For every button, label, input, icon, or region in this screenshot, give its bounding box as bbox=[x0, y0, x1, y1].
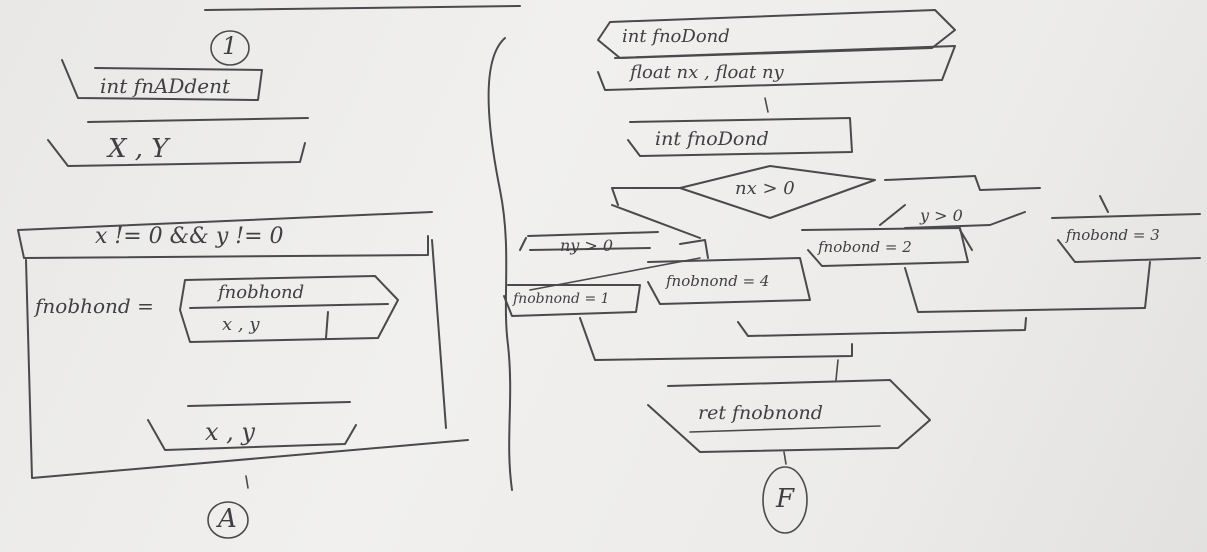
action-box-4 bbox=[647, 257, 811, 305]
divider-brace bbox=[487, 37, 513, 491]
part-one-header-text: int fnADdent bbox=[100, 74, 230, 98]
part-a-outer-frame bbox=[25, 239, 469, 479]
inner-right-condition-text: y > 0 bbox=[920, 206, 963, 225]
part-f-header-box bbox=[597, 9, 956, 59]
merge-left bbox=[579, 317, 853, 361]
merge-middle bbox=[737, 317, 1027, 337]
part-a-output-box bbox=[147, 401, 357, 451]
return-box bbox=[647, 379, 931, 453]
part-f-header-arrow bbox=[764, 97, 769, 113]
part-a-marker-circle bbox=[207, 501, 249, 539]
action-box-3 bbox=[1051, 213, 1201, 263]
part-f-marker: F bbox=[776, 484, 795, 514]
part-one-header-box bbox=[61, 59, 263, 101]
inner-left-condition-text: ny > 0 bbox=[560, 236, 614, 255]
decision-left-branch bbox=[611, 187, 701, 239]
merge-arrow bbox=[835, 359, 839, 381]
part-one-params-text: X , Y bbox=[108, 134, 169, 164]
decision-right-branch bbox=[884, 175, 1109, 213]
action-1-text: fnobnond = 1 bbox=[513, 291, 610, 307]
part-a-output-args: x , y bbox=[205, 418, 255, 446]
return-underline bbox=[689, 425, 881, 433]
part-f-declaration-text: int fnoDond bbox=[655, 128, 769, 150]
outer-decision-diamond bbox=[679, 165, 876, 219]
part-f-declaration-box bbox=[627, 117, 853, 157]
inner-right-condition-box bbox=[879, 204, 1026, 251]
part-f-params-box bbox=[597, 45, 956, 91]
action-box-1 bbox=[503, 284, 641, 317]
top-edge-line bbox=[204, 5, 521, 11]
part-a-condition-box bbox=[17, 211, 433, 259]
return-text: ret fnobnond bbox=[698, 402, 823, 424]
part-f-params-text: float nx , float ny bbox=[630, 62, 784, 83]
part-a-tick bbox=[245, 475, 249, 489]
action-2-text: fnobond = 2 bbox=[818, 238, 912, 256]
inner-left-condition-box bbox=[519, 231, 709, 259]
part-f-marker-circle bbox=[762, 466, 808, 534]
part-one-marker: 1 bbox=[222, 32, 238, 60]
part-a-marker: A bbox=[218, 504, 237, 534]
outer-decision-text: nx > 0 bbox=[735, 178, 795, 199]
part-f-header-text: int fnoDond bbox=[622, 26, 730, 47]
part-one-marker-circle bbox=[210, 30, 250, 66]
part-one-params-box bbox=[47, 117, 309, 167]
part-f-tick bbox=[783, 451, 787, 465]
action-4-text: fnobnond = 4 bbox=[666, 272, 770, 290]
part-a-call-name: fnobhond bbox=[218, 282, 305, 303]
part-a-condition-text: x != 0 && y != 0 bbox=[95, 224, 284, 249]
part-a-assign-left: fnobhond = bbox=[35, 294, 154, 318]
part-a-call-box bbox=[179, 275, 399, 343]
part-a-call-args: x , y bbox=[222, 314, 260, 335]
action-3-text: fnobond = 3 bbox=[1066, 226, 1160, 244]
action-box-2 bbox=[801, 227, 969, 267]
merge-right bbox=[904, 261, 1151, 313]
